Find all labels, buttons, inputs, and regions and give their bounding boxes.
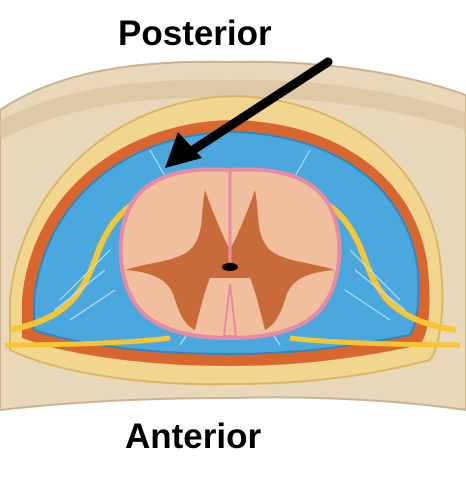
nerve-root-lower-right <box>289 335 461 348</box>
arrow-head <box>165 132 202 168</box>
anterior-label: Anterior <box>125 417 262 456</box>
arrow-shaft <box>185 57 333 157</box>
anterior-median-fissure <box>222 283 238 337</box>
central-canal <box>222 263 238 271</box>
bone-shadow-band <box>0 79 466 140</box>
posterior-label: Posterior <box>118 14 272 53</box>
nerve-root-lower-left <box>4 335 171 348</box>
nerve-root-right <box>318 197 457 333</box>
nerve-root-left <box>9 197 142 333</box>
